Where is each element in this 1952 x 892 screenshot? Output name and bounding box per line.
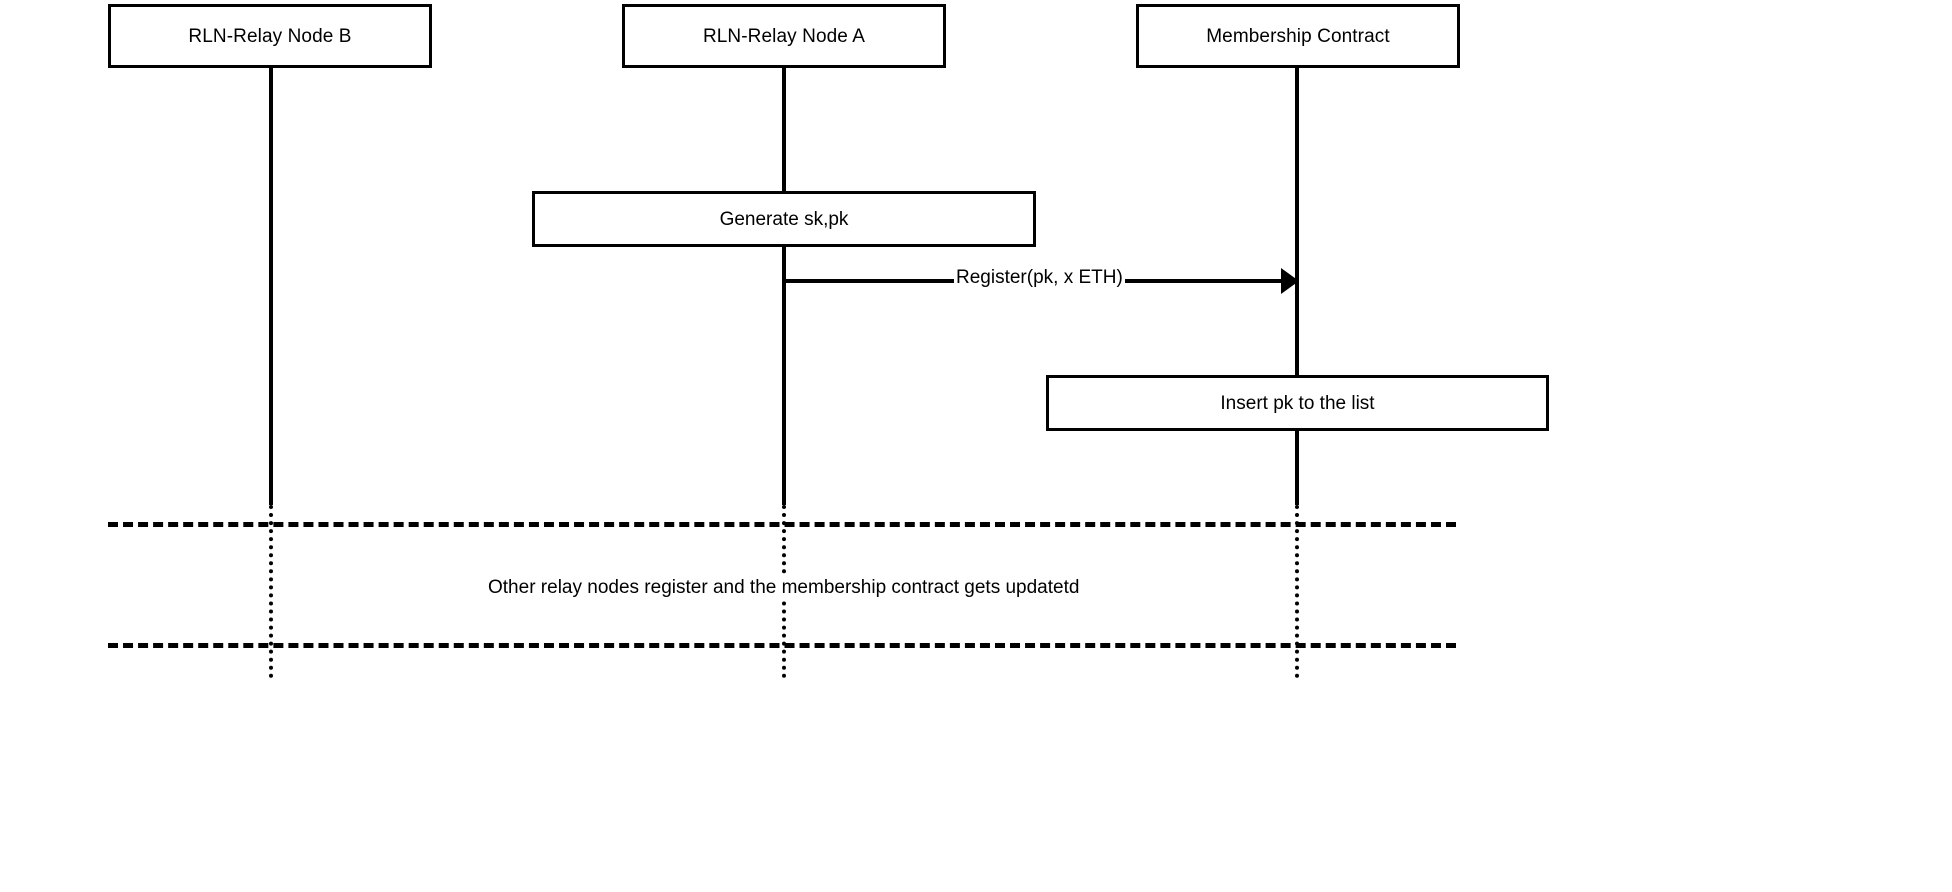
participant-label-rln-relay-node-b: RLN-Relay Node B — [188, 25, 352, 47]
action-box-insert-pk[interactable]: Insert pk to the list — [1046, 375, 1549, 431]
participant-box-rln-relay-node-a[interactable]: RLN-Relay Node A — [622, 4, 946, 68]
lifeline-dotted-membership-contract — [1295, 505, 1299, 678]
participant-label-membership-contract: Membership Contract — [1206, 25, 1390, 47]
action-label-insert-pk: Insert pk to the list — [1220, 392, 1375, 414]
lifeline-dotted-rln-relay-node-b — [269, 505, 273, 678]
participant-box-membership-contract[interactable]: Membership Contract — [1136, 4, 1460, 68]
lifeline-membership-contract — [1295, 68, 1299, 505]
participant-box-rln-relay-node-b[interactable]: RLN-Relay Node B — [108, 4, 432, 68]
lifeline-rln-relay-node-b — [269, 68, 273, 505]
action-label-generate-keys: Generate sk,pk — [719, 208, 849, 230]
separator-line-top — [108, 522, 1456, 527]
participant-label-rln-relay-node-a: RLN-Relay Node A — [702, 25, 866, 47]
separator-line-bottom — [108, 643, 1456, 648]
message-label-register: Register(pk, x ETH) — [954, 267, 1125, 288]
action-box-generate-keys[interactable]: Generate sk,pk — [532, 191, 1036, 247]
note-other-relay-nodes: Other relay nodes register and the membe… — [484, 576, 1084, 599]
lifeline-rln-relay-node-a — [782, 68, 786, 505]
